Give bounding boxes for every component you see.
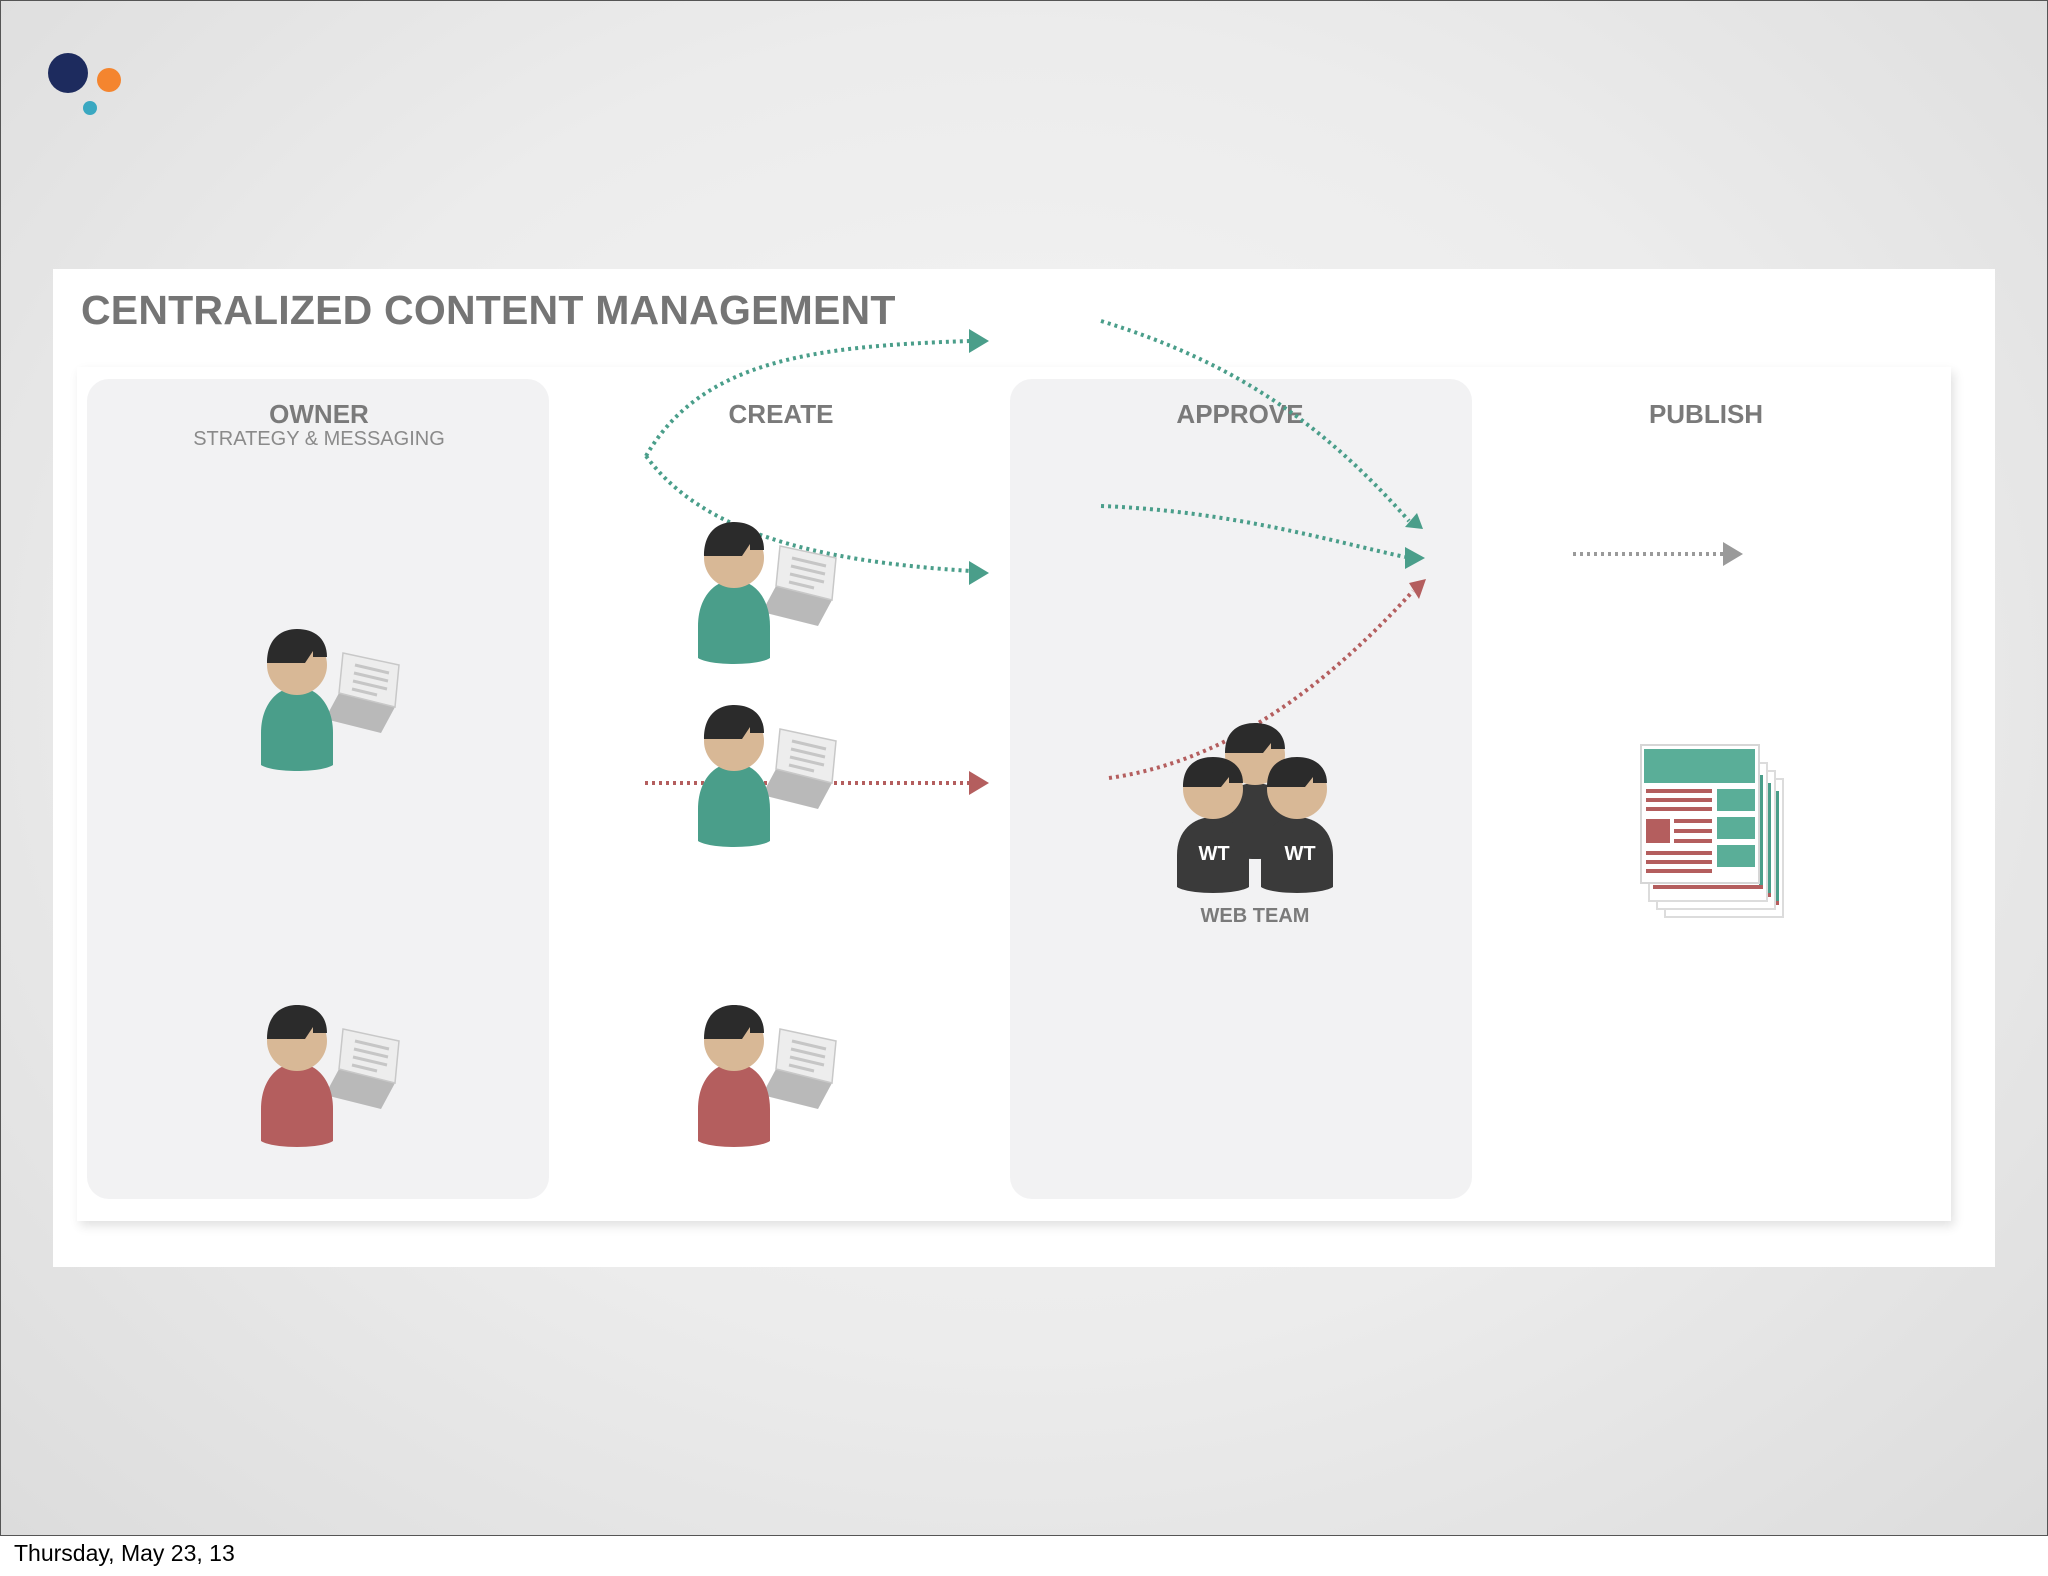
document-stack-icon xyxy=(1640,744,1784,918)
logo-dot-navy xyxy=(48,53,88,93)
arrow-creator-1-to-web-team xyxy=(1100,319,1411,523)
arrowhead-6 xyxy=(1409,579,1426,599)
column-approve-label: APPROVE xyxy=(1176,399,1304,429)
arrowhead-4 xyxy=(1405,547,1425,569)
owner-person-red-icon xyxy=(259,1003,401,1149)
arrow-owner-to-creator-1 xyxy=(644,339,972,458)
web-team-icon: WT WT xyxy=(1177,723,1333,893)
diagram-graphics: WT WT WEB TEAM xyxy=(1,1,2047,1535)
arrow-owner-to-creator-2 xyxy=(644,454,972,573)
slide: CENTRALIZED CONTENT MANAGEMENT OWNER STR… xyxy=(0,0,2048,1536)
arrowhead-2 xyxy=(969,561,989,585)
arrow-creator-3-to-web-team xyxy=(1108,589,1415,780)
diagram-title: CENTRALIZED CONTENT MANAGEMENT xyxy=(81,287,896,333)
web-team-label: WEB TEAM xyxy=(1201,905,1310,927)
web-team-badge-right: WT xyxy=(1284,843,1315,865)
arrowhead-3 xyxy=(1405,513,1423,529)
owner-person-teal-icon xyxy=(259,627,401,773)
diagram-frame: OWNER STRATEGY & MESSAGING CREATE APPROV… xyxy=(77,367,1951,1221)
column-owner-sublabel: STRATEGY & MESSAGING xyxy=(193,428,445,450)
logo-dot-orange xyxy=(97,68,121,92)
arrowhead-7 xyxy=(1723,542,1743,566)
logo xyxy=(45,51,125,121)
date-caption: Thursday, May 23, 13 xyxy=(14,1540,235,1566)
creator-person-teal-1-icon xyxy=(696,520,838,666)
arrow-creator-2-to-web-team xyxy=(1100,504,1406,559)
column-owner-label: OWNER xyxy=(269,399,369,429)
arrowhead-1 xyxy=(969,329,989,353)
arrowhead-5 xyxy=(969,771,989,795)
column-publish-label: PUBLISH xyxy=(1648,399,1764,429)
diagram-svg: WT WT WEB TEAM xyxy=(259,319,1784,1149)
web-team-badge-left: WT xyxy=(1198,843,1229,865)
column-create-label: CREATE xyxy=(728,399,834,429)
creator-person-teal-2-icon xyxy=(696,703,838,849)
logo-dot-teal xyxy=(83,101,97,115)
creator-person-red-icon xyxy=(696,1003,838,1149)
